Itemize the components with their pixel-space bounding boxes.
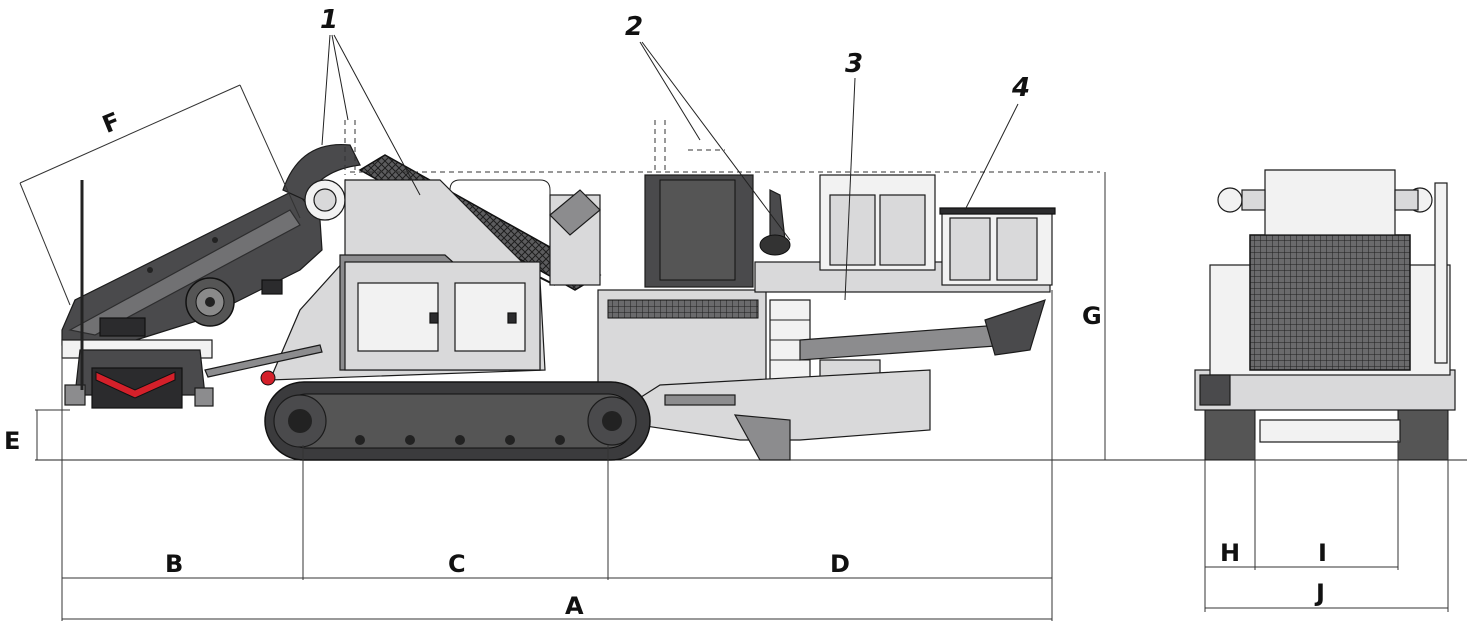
callout-2: 2 (625, 12, 791, 241)
callout-1: 1 (320, 5, 421, 196)
callout-2-number: 2 (625, 12, 643, 42)
front-grid-screen (1249, 234, 1411, 371)
callout-4-number: 4 (1011, 73, 1030, 103)
dim-d-label: D (830, 550, 850, 578)
dim-h-label: H (1220, 539, 1240, 567)
side-view (61, 143, 1056, 461)
red-roller-frame (91, 367, 183, 409)
dim-g: G (1082, 172, 1106, 460)
callout-1-number: 1 (320, 5, 338, 35)
dim-c-label: C (448, 550, 466, 578)
dim-g-label: G (1082, 302, 1102, 330)
callout-3-number: 3 (845, 49, 863, 79)
dim-i-label: I (1318, 539, 1327, 567)
dim-j-label: J (1314, 579, 1325, 607)
front-view (1194, 169, 1456, 461)
dim-f-label: F (98, 107, 124, 139)
dim-e: E (4, 409, 70, 460)
side-discharge-conveyor (799, 324, 1011, 361)
callout-4: 4 (964, 73, 1030, 211)
dim-a-label: A (565, 592, 584, 620)
dim-b-label: B (165, 550, 183, 578)
callout-3: 3 (844, 49, 863, 301)
dim-e-label: E (4, 427, 20, 455)
dim-f: F (19, 84, 301, 306)
